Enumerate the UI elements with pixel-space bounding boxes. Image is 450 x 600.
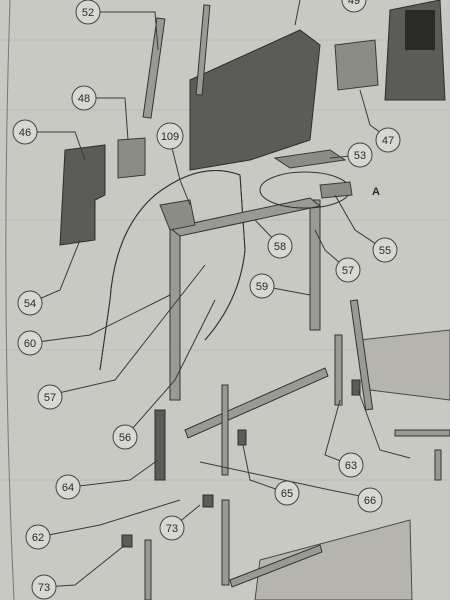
callout-52: 52 [75,0,101,25]
callout-109: 109 [156,122,184,150]
door-insert-left [117,137,146,179]
floor-panel-bottom [254,519,413,600]
svg-text:48: 48 [78,93,90,105]
clip-65-right [351,379,361,396]
clip-73-lower [121,534,133,548]
callout-65-left: 65 [274,480,300,506]
bolt-rod-right [394,429,450,437]
svg-text:A: A [372,186,380,198]
roof-panel [189,29,321,171]
svg-text:60: 60 [24,338,36,350]
svg-text:65: 65 [281,488,293,500]
svg-text:73: 73 [166,523,178,535]
front-post-right [309,199,321,331]
svg-text:56: 56 [119,432,131,444]
svg-text:57: 57 [44,392,56,404]
svg-text:54: 54 [24,298,36,310]
callout-58: 58 [267,233,293,259]
top-crossbar [168,197,322,237]
rail-bottom-left [144,539,152,600]
svg-text:64: 64 [62,482,74,494]
seat-bracket [159,199,196,231]
rail-52 [142,17,166,119]
callout-46: 46 [12,119,38,145]
callout-59: 59 [249,273,275,299]
floor-panel-right [359,329,450,401]
rail-63 [334,334,343,406]
callout-73-lower: 73 [31,574,57,600]
page-margin-line [5,0,15,600]
callout-53: 53 [347,142,373,168]
svg-text:52: 52 [82,7,94,19]
svg-text:46: 46 [19,127,31,139]
clip-73-upper [202,494,214,508]
door-panel-left [59,144,106,246]
crossbar-bottom [229,544,323,588]
crossbar-middle [184,367,329,439]
rail-bottom-center [221,499,230,586]
svg-text:55: 55 [379,245,391,257]
rail-right [349,299,374,411]
callout-73-upper: 73 [159,515,185,541]
svg-text:63: 63 [345,460,357,472]
svg-text:66: 66 [364,495,376,507]
svg-text:58: 58 [274,241,286,253]
bracket-55 [319,181,353,199]
svg-text:109: 109 [161,131,179,143]
callout-57-lower: 57 [37,384,63,410]
bracket-64 [154,409,166,481]
svg-text:73: 73 [38,582,50,594]
svg-text:59: 59 [256,281,268,293]
rail-center [221,384,229,476]
callout-63: 63 [338,452,364,478]
svg-text:49: 49 [348,0,360,7]
callout-54: 54 [17,290,43,316]
svg-text:57: 57 [342,265,354,277]
callout-60: 60 [17,330,43,356]
door-window-right [405,10,435,50]
roll-cage-frame [99,170,246,371]
callout-47: 47 [375,127,401,153]
bracket-53 [273,149,347,169]
callout-64: 64 [55,474,81,500]
svg-text:62: 62 [32,532,44,544]
callout-48: 48 [71,85,97,111]
label-A: A [372,186,380,198]
svg-text:47: 47 [382,135,394,147]
side-insert-panel [334,39,379,91]
callout-66: 66 [357,487,383,513]
callout-55: 55 [372,237,398,263]
svg-text:53: 53 [354,150,366,162]
callout-57-upper: 57 [335,257,361,283]
callout-62: 62 [25,524,51,550]
rail-top [195,4,211,96]
rail-far-right [434,449,442,481]
clip-65-left [237,429,247,446]
callout-49: 49 [341,0,367,13]
callout-56: 56 [112,424,138,450]
